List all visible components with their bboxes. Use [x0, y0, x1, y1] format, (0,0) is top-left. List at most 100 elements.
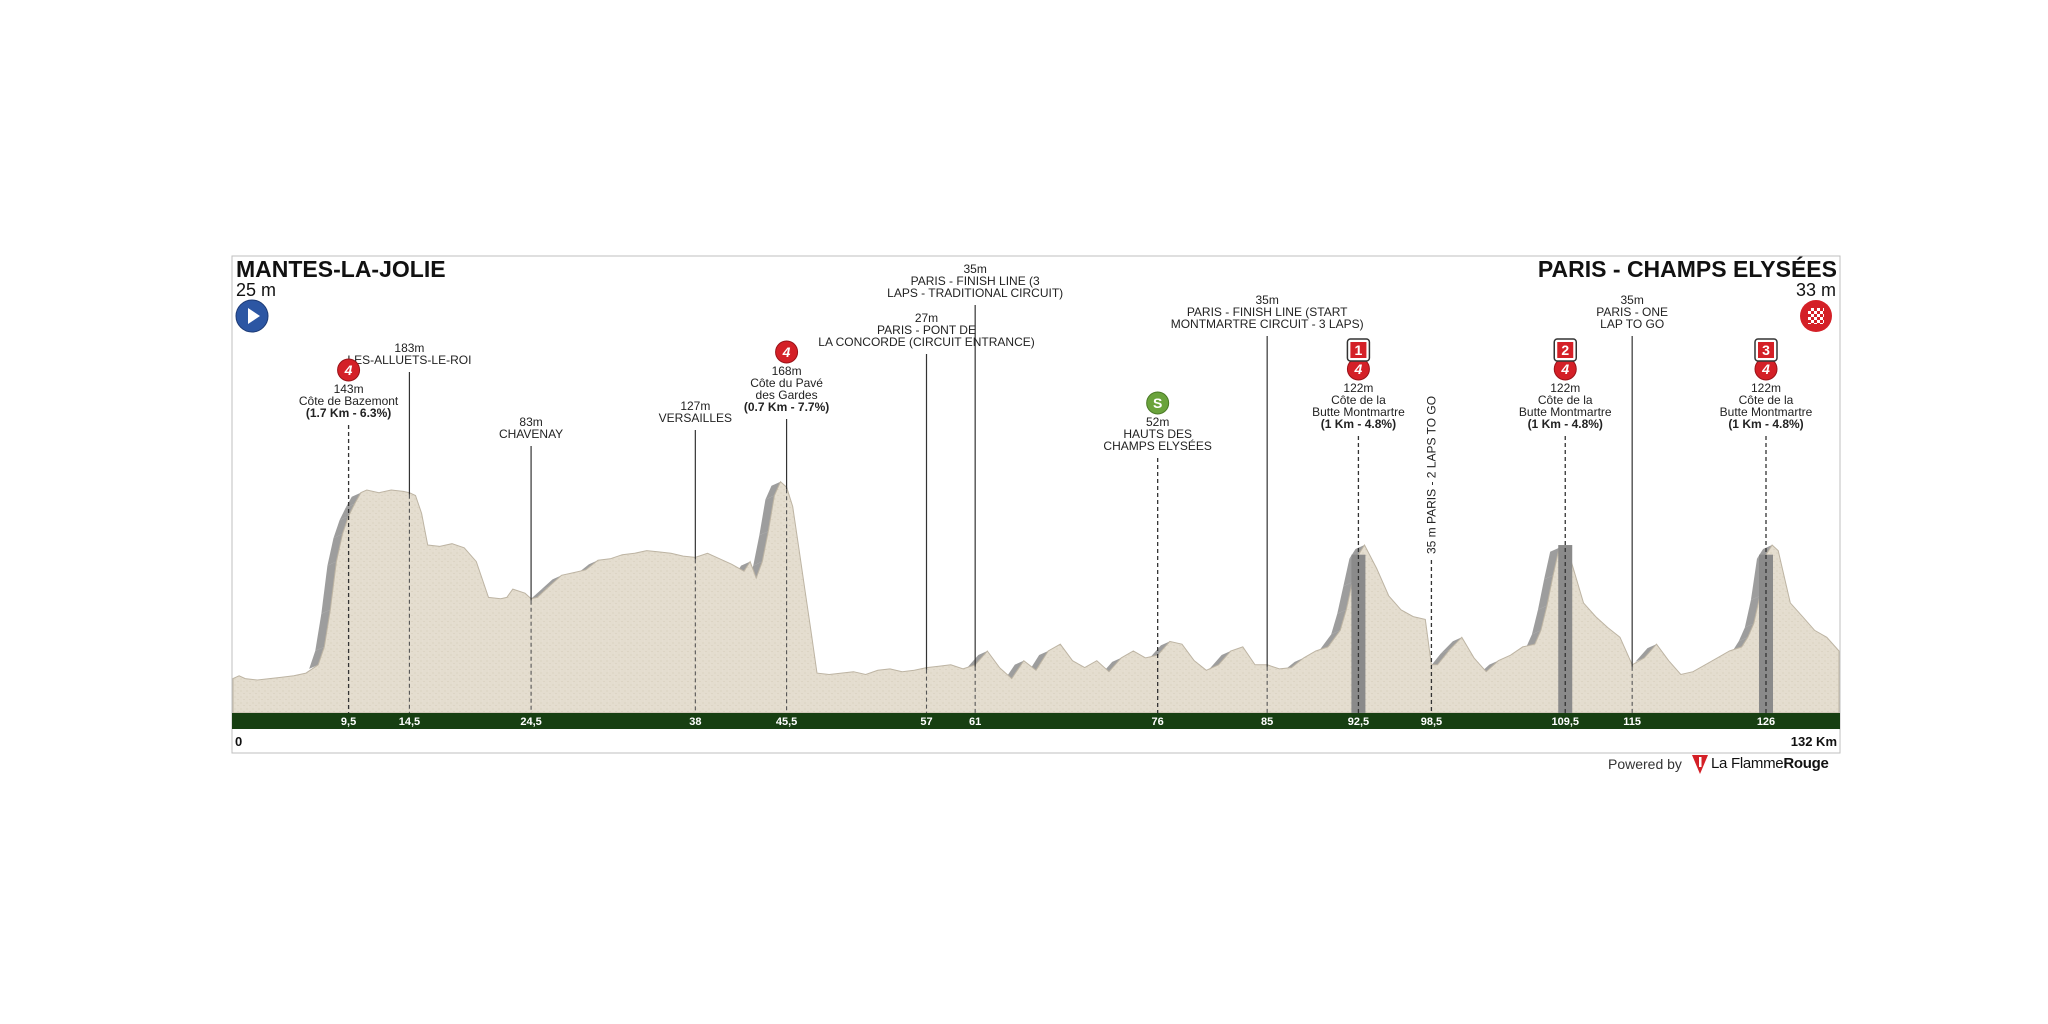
- point-name: HAUTS DES: [1123, 427, 1192, 441]
- climb-shadow: [327, 534, 343, 566]
- sprint-icon: [1146, 391, 1170, 415]
- point-elevation: 35m: [1620, 293, 1643, 307]
- kom-icon: [775, 340, 799, 364]
- point-name: CHAVENAY: [499, 427, 563, 441]
- start-elevation: 25 m: [236, 280, 277, 300]
- climb-shadow: [528, 586, 550, 602]
- climb-shadow: [339, 503, 355, 521]
- finish-elevation: 33 m: [1795, 280, 1836, 300]
- point-name: LES-ALLUETS-LE-ROI: [347, 353, 471, 367]
- start-km-label: 0: [235, 734, 243, 749]
- lap-badge-fill: [1350, 342, 1367, 358]
- kom-category: 4: [1354, 361, 1363, 377]
- finish-town: PARIS - CHAMPS ELYSÉES: [1537, 256, 1837, 282]
- point-name: PARIS - FINISH LINE (START: [1187, 305, 1348, 319]
- kom-category: 4: [1761, 361, 1770, 377]
- climb-detail: (1 Km - 4.8%): [1528, 417, 1603, 431]
- climb-shadow: [1732, 637, 1748, 651]
- brand-name: La FlammeRouge: [1711, 755, 1829, 772]
- point-leader-lines: [347, 305, 1767, 713]
- km-tick-label: 57: [920, 716, 932, 728]
- climb-shadow: [321, 561, 337, 614]
- km-band: [232, 713, 1840, 729]
- km-tick-label: 76: [1152, 716, 1164, 728]
- climb-bar: [1558, 545, 1573, 713]
- climb-shadow: [1538, 575, 1554, 610]
- climb-shadow: [1440, 637, 1462, 654]
- point-elevation: 52m: [1146, 415, 1169, 429]
- climb-shadow: [966, 651, 988, 669]
- climb-shadow: [1544, 547, 1560, 580]
- climb-shadow: [1337, 582, 1353, 614]
- point-name: PARIS - PONT DE: [877, 323, 976, 337]
- start-town: MANTES-LA-JOLIE: [236, 256, 446, 282]
- point-elevation: 122m: [1550, 381, 1580, 395]
- brand-name-regular: La Flamme: [1711, 755, 1784, 772]
- point-name: LAPS - TRADITIONAL CIRCUIT): [887, 286, 1063, 300]
- powered-by-text: Powered by: [1608, 756, 1682, 772]
- kom-category: 4: [344, 362, 353, 378]
- climb-shadow: [345, 492, 361, 508]
- km-tick-label: 14,5: [399, 716, 420, 728]
- point-name: MONTMARTRE CIRCUIT - 3 LAPS): [1171, 317, 1364, 331]
- lap-number: 2: [1561, 342, 1569, 358]
- km-tick-label: 115: [1623, 716, 1641, 728]
- km-tick-label: 24,5: [520, 716, 541, 728]
- km-tick-label: 61: [969, 716, 981, 728]
- point-elevation: 35m: [1255, 293, 1278, 307]
- km-tick-label: 85: [1261, 716, 1273, 728]
- climb-shadow: [333, 516, 349, 539]
- brand-name-bold: Rouge: [1783, 755, 1829, 772]
- climb-shadow: [1525, 630, 1541, 649]
- climb-shadow: [1331, 609, 1347, 635]
- climb-shadow: [759, 495, 775, 536]
- start-play-icon: [235, 299, 269, 333]
- sprint-letter: S: [1153, 395, 1162, 411]
- lap-number: 3: [1762, 342, 1770, 358]
- point-elevation: 168m: [772, 364, 802, 378]
- climb-shadow: [1635, 644, 1657, 662]
- km-tick-label: 9,5: [341, 716, 356, 728]
- climb-shadow: [315, 609, 331, 651]
- point-elevation: 183m: [394, 341, 424, 355]
- climb-shadow: [1744, 595, 1760, 628]
- point-elevation: 127m: [680, 399, 710, 413]
- climb-shadow: [1319, 630, 1341, 651]
- climb-detail: (1.7 Km - 6.3%): [306, 406, 391, 420]
- point-elevation: 143m: [334, 382, 364, 396]
- kom-icon: [337, 358, 361, 382]
- km-tick-label: 98,5: [1421, 716, 1442, 728]
- climb-shadow: [1209, 651, 1231, 669]
- point-name: Côte de Bazemont: [299, 394, 399, 408]
- point-name: PARIS - FINISH LINE (3: [911, 274, 1040, 288]
- flamme-rouge-logo-icon: [1692, 755, 1708, 774]
- climb-shadow: [540, 575, 562, 591]
- kom-category: 4: [1560, 361, 1569, 377]
- point-name: Côte de la: [1739, 393, 1794, 407]
- point-elevation: 35m: [963, 262, 986, 276]
- point-name: des Gardes: [756, 388, 818, 402]
- point-name: PARIS - ONE: [1596, 305, 1668, 319]
- vertical-point-label: 35 m PARIS - 2 LAPS TO GO: [1424, 396, 1438, 554]
- point-name: Côte du Pavé: [750, 376, 823, 390]
- point-elevation: 122m: [1751, 381, 1781, 395]
- climb-detail: (1 Km - 4.8%): [1728, 417, 1803, 431]
- climb-shadow: [1531, 605, 1547, 635]
- climb-shadow: [309, 646, 325, 669]
- terrain-area: [232, 480, 1840, 714]
- lap-number: 1: [1355, 342, 1363, 358]
- point-elevation: 122m: [1343, 381, 1373, 395]
- climb-shadow: [1148, 641, 1170, 660]
- point-name: CHAMPS ELYSÉES: [1103, 438, 1211, 453]
- km-tick-label: 126: [1757, 716, 1775, 728]
- point-name: VERSAILLES: [659, 411, 732, 425]
- km-tick-label: 92,5: [1348, 716, 1369, 728]
- point-name: LAP TO GO: [1600, 317, 1664, 331]
- point-name: Côte de la: [1331, 393, 1386, 407]
- point-elevation: 27m: [915, 311, 938, 325]
- climb-shadow: [765, 481, 781, 500]
